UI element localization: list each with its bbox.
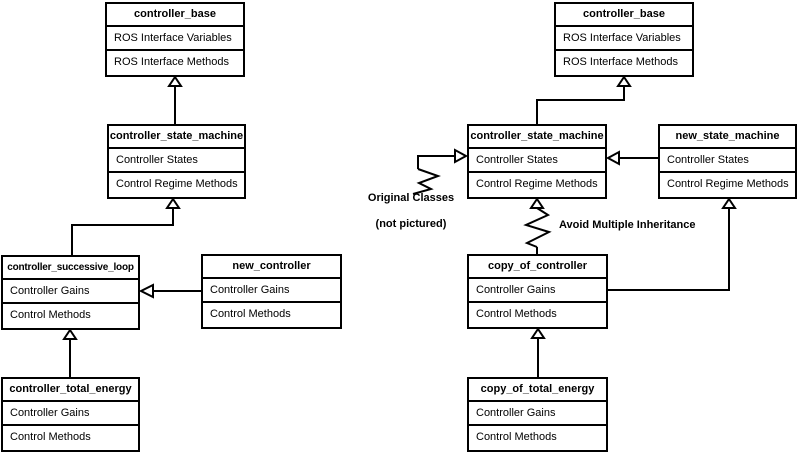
class-row: Control Methods <box>476 431 557 443</box>
class-title: controller_total_energy <box>3 379 138 402</box>
class-box-controller-base-left: controller_base ROS Interface Variables … <box>105 2 245 77</box>
class-row: Controller Gains <box>3 280 138 304</box>
generalization-arrowhead <box>165 197 181 209</box>
class-row: Control Methods <box>10 309 91 321</box>
edge-state-machine-to-base-left <box>167 75 183 124</box>
class-box-new-controller: new_controller Controller Gains Control … <box>201 254 342 329</box>
class-row: Controller States <box>109 149 244 173</box>
class-row: Control Regime Methods <box>667 178 789 190</box>
class-row: Control Regime Methods <box>116 178 238 190</box>
class-row: Control Methods <box>210 308 291 320</box>
edge-original-classes-to-state-machine <box>412 148 469 195</box>
class-box-controller-total-energy: controller_total_energy Controller Gains… <box>1 377 140 452</box>
generalization-arrowhead <box>616 75 632 87</box>
class-box-controller-base-right: controller_base ROS Interface Variables … <box>554 2 694 77</box>
edge-copy-controller-to-state-machine-zigzag <box>523 197 552 254</box>
class-row: Control Methods <box>476 308 557 320</box>
generalization-arrowhead <box>62 328 78 340</box>
class-title: controller_state_machine <box>469 126 605 149</box>
class-row: Controller States <box>469 149 605 173</box>
class-row: ROS Interface Methods <box>114 56 229 68</box>
not-pictured-label: (not pictured) <box>375 218 447 230</box>
class-row: Controller Gains <box>469 279 606 303</box>
class-title: controller_base <box>107 4 243 27</box>
edge-state-machine-to-base-right <box>536 75 632 124</box>
class-box-copy-of-controller: copy_of_controller Controller Gains Cont… <box>467 254 608 329</box>
class-box-controller-successive-loop: controller_successive_loop Controller Ga… <box>1 255 140 330</box>
original-classes-label: Original Classes <box>367 192 455 204</box>
class-row: ROS Interface Variables <box>107 27 243 51</box>
avoid-multiple-inheritance-label: Avoid Multiple Inheritance <box>559 219 696 231</box>
class-row: ROS Interface Methods <box>563 56 678 68</box>
class-box-controller-state-machine-right: controller_state_machine Controller Stat… <box>467 124 607 199</box>
broken-line-zigzag <box>523 207 552 248</box>
class-title: controller_base <box>556 4 692 27</box>
class-box-new-state-machine: new_state_machine Controller States Cont… <box>658 124 797 199</box>
class-row: Controller States <box>660 149 795 173</box>
class-title: copy_of_controller <box>469 256 606 279</box>
class-title: controller_successive_loop <box>3 257 138 280</box>
generalization-arrowhead <box>167 75 183 87</box>
edge-copy-total-energy-to-copy-controller <box>530 327 546 377</box>
class-title: copy_of_total_energy <box>469 379 606 402</box>
generalization-arrowhead <box>529 197 545 209</box>
generalization-arrowhead <box>721 197 737 209</box>
class-row: Controller Gains <box>469 402 606 426</box>
class-row: Control Regime Methods <box>476 178 598 190</box>
edge-new-state-machine-to-state-machine <box>605 150 658 166</box>
class-row: Controller Gains <box>3 402 138 426</box>
class-title: new_state_machine <box>660 126 795 149</box>
class-box-copy-of-total-energy: copy_of_total_energy Controller Gains Co… <box>467 377 608 452</box>
class-box-controller-state-machine-left: controller_state_machine Controller Stat… <box>107 124 246 199</box>
class-row: Controller Gains <box>203 279 340 303</box>
class-row: Control Methods <box>10 431 91 443</box>
edge-successive-loop-to-state-machine <box>71 197 181 255</box>
generalization-arrowhead <box>454 148 469 164</box>
broken-line-zigzag <box>412 168 441 195</box>
generalization-arrowhead <box>530 327 546 339</box>
class-title: controller_state_machine <box>109 126 244 149</box>
class-row: ROS Interface Variables <box>556 27 692 51</box>
generalization-arrowhead <box>605 150 620 166</box>
edge-total-energy-to-successive-loop <box>62 328 78 377</box>
edge-copy-controller-to-new-state-machine <box>608 197 737 291</box>
class-title: new_controller <box>203 256 340 279</box>
generalization-arrowhead <box>138 283 154 299</box>
edge-new-controller-to-successive-loop <box>138 283 201 299</box>
